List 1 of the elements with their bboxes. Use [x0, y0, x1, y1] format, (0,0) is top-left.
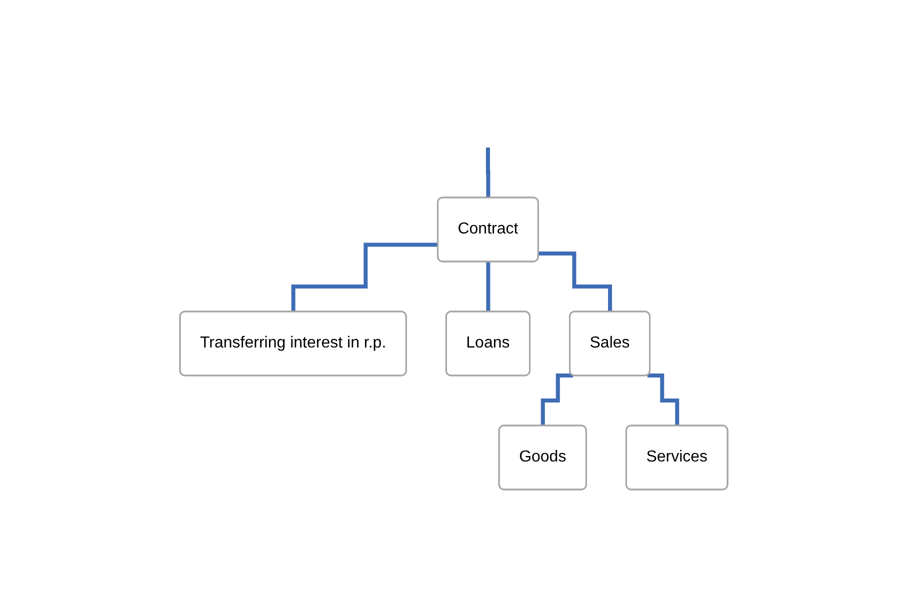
connector — [486, 146, 491, 200]
